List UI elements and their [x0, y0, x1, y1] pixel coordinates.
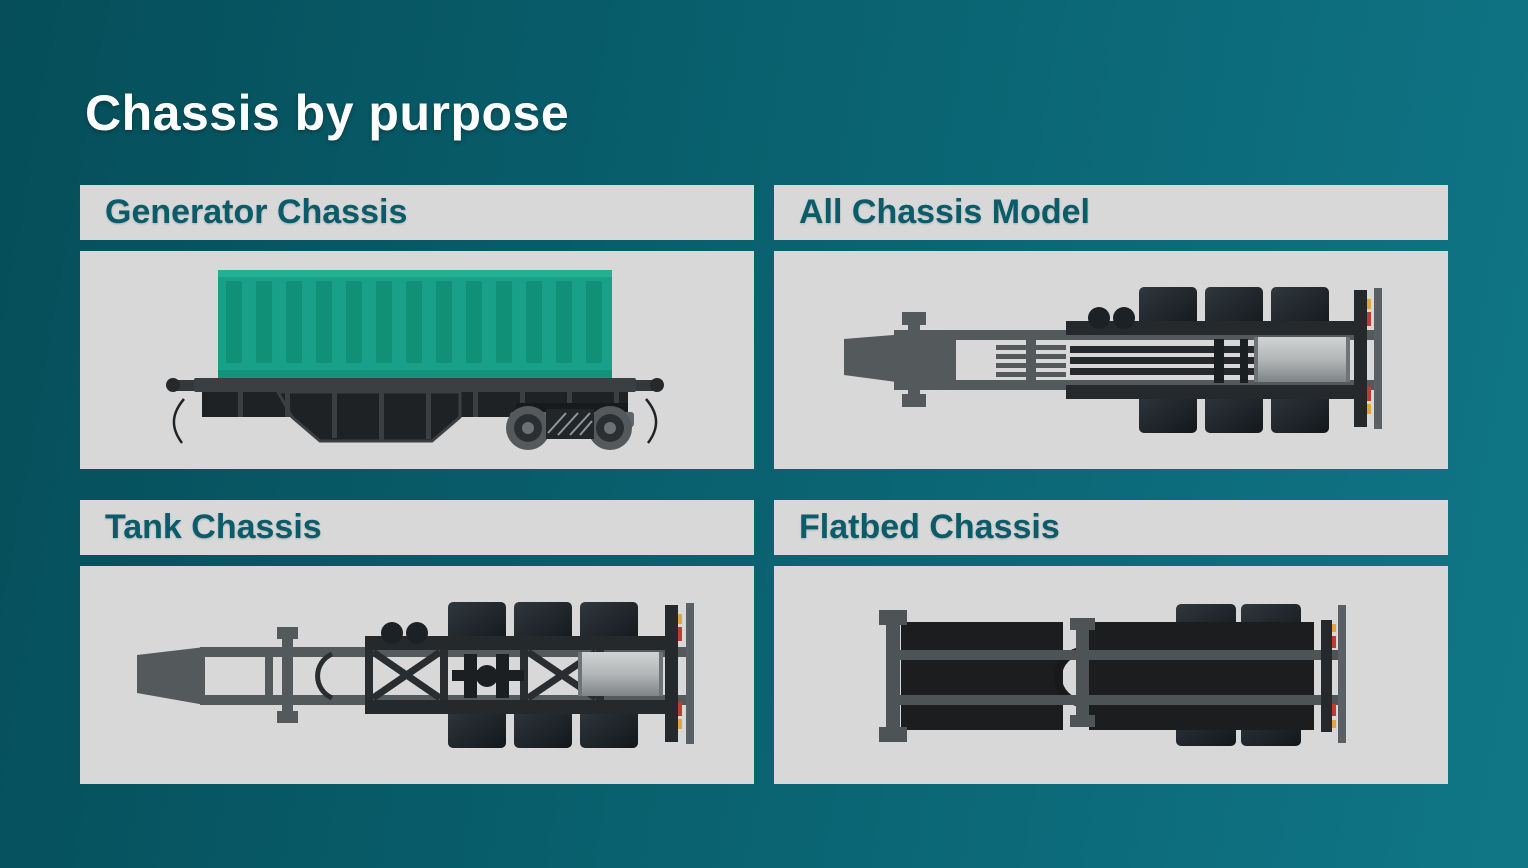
generator-chassis-illustration: [166, 270, 664, 450]
gooseneck-nose: [137, 647, 205, 705]
red-marker-light: [1367, 312, 1371, 326]
front-bolster: [879, 610, 907, 742]
page-title: Chassis by purpose: [85, 85, 570, 141]
air-tank: [1088, 307, 1110, 329]
panel-body: [80, 251, 754, 469]
panel-header: Generator Chassis: [80, 185, 754, 240]
front-deck: [901, 622, 1063, 730]
rear-deck: [1089, 622, 1314, 730]
panel-flatbed-chassis: Flatbed Chassis: [774, 500, 1448, 784]
rear-assembly: [1321, 605, 1346, 743]
front-bolster: [282, 627, 293, 723]
chassis-grid: Generator Chassis: [80, 185, 1448, 784]
container-box: [218, 270, 612, 378]
front-bolster: [908, 312, 920, 407]
air-tank: [381, 622, 403, 644]
amber-marker-light: [1332, 720, 1336, 728]
amber-marker-light: [1367, 404, 1371, 414]
tank-chassis-illustration: [137, 602, 694, 748]
amber-marker-light: [1367, 299, 1371, 309]
amber-marker-light: [1332, 624, 1336, 632]
panel-tank-chassis: Tank Chassis: [80, 500, 754, 784]
panel-body: [774, 251, 1448, 469]
wheel-bogie: [506, 403, 634, 450]
rear-bumper: [1374, 288, 1382, 429]
panel-body: [774, 566, 1448, 784]
red-marker-light: [678, 627, 682, 641]
air-tank: [1113, 307, 1135, 329]
panel-all-chassis-model: All Chassis Model: [774, 185, 1448, 469]
tires: [1139, 287, 1329, 433]
amber-marker-light: [678, 719, 682, 729]
rear-cylinder: [1254, 337, 1350, 382]
red-marker-light: [1332, 636, 1336, 648]
axle-assembly: [452, 654, 524, 698]
red-marker-light: [1332, 704, 1336, 716]
panel-header: All Chassis Model: [774, 185, 1448, 240]
panel-header-label: Generator Chassis: [105, 193, 408, 231]
panel-header: Flatbed Chassis: [774, 500, 1448, 555]
tires: [448, 602, 638, 748]
all-chassis-model-illustration: [844, 287, 1382, 433]
flatbed-chassis-illustration: [879, 604, 1346, 746]
amber-marker-light: [678, 614, 682, 624]
panel-header-label: Tank Chassis: [105, 508, 322, 546]
red-marker-light: [1367, 387, 1371, 401]
flatbed-decks: [901, 622, 1314, 730]
panel-body: [80, 566, 754, 784]
rear-cylinder: [578, 652, 663, 696]
gooseneck-nose: [844, 330, 956, 390]
rear-bumper: [686, 603, 694, 744]
panel-header-label: Flatbed Chassis: [799, 508, 1060, 546]
panel-header: Tank Chassis: [80, 500, 754, 555]
air-tank: [406, 622, 428, 644]
mid-bolster: [1070, 618, 1095, 727]
panel-generator-chassis: Generator Chassis: [80, 185, 754, 469]
panel-header-label: All Chassis Model: [799, 193, 1090, 231]
rear-assembly: [1354, 288, 1382, 429]
rear-assembly: [665, 603, 694, 744]
frame-rails: [891, 650, 1341, 705]
rear-bumper: [1338, 605, 1346, 743]
red-marker-light: [678, 702, 682, 716]
mid-frame: [1066, 307, 1366, 399]
